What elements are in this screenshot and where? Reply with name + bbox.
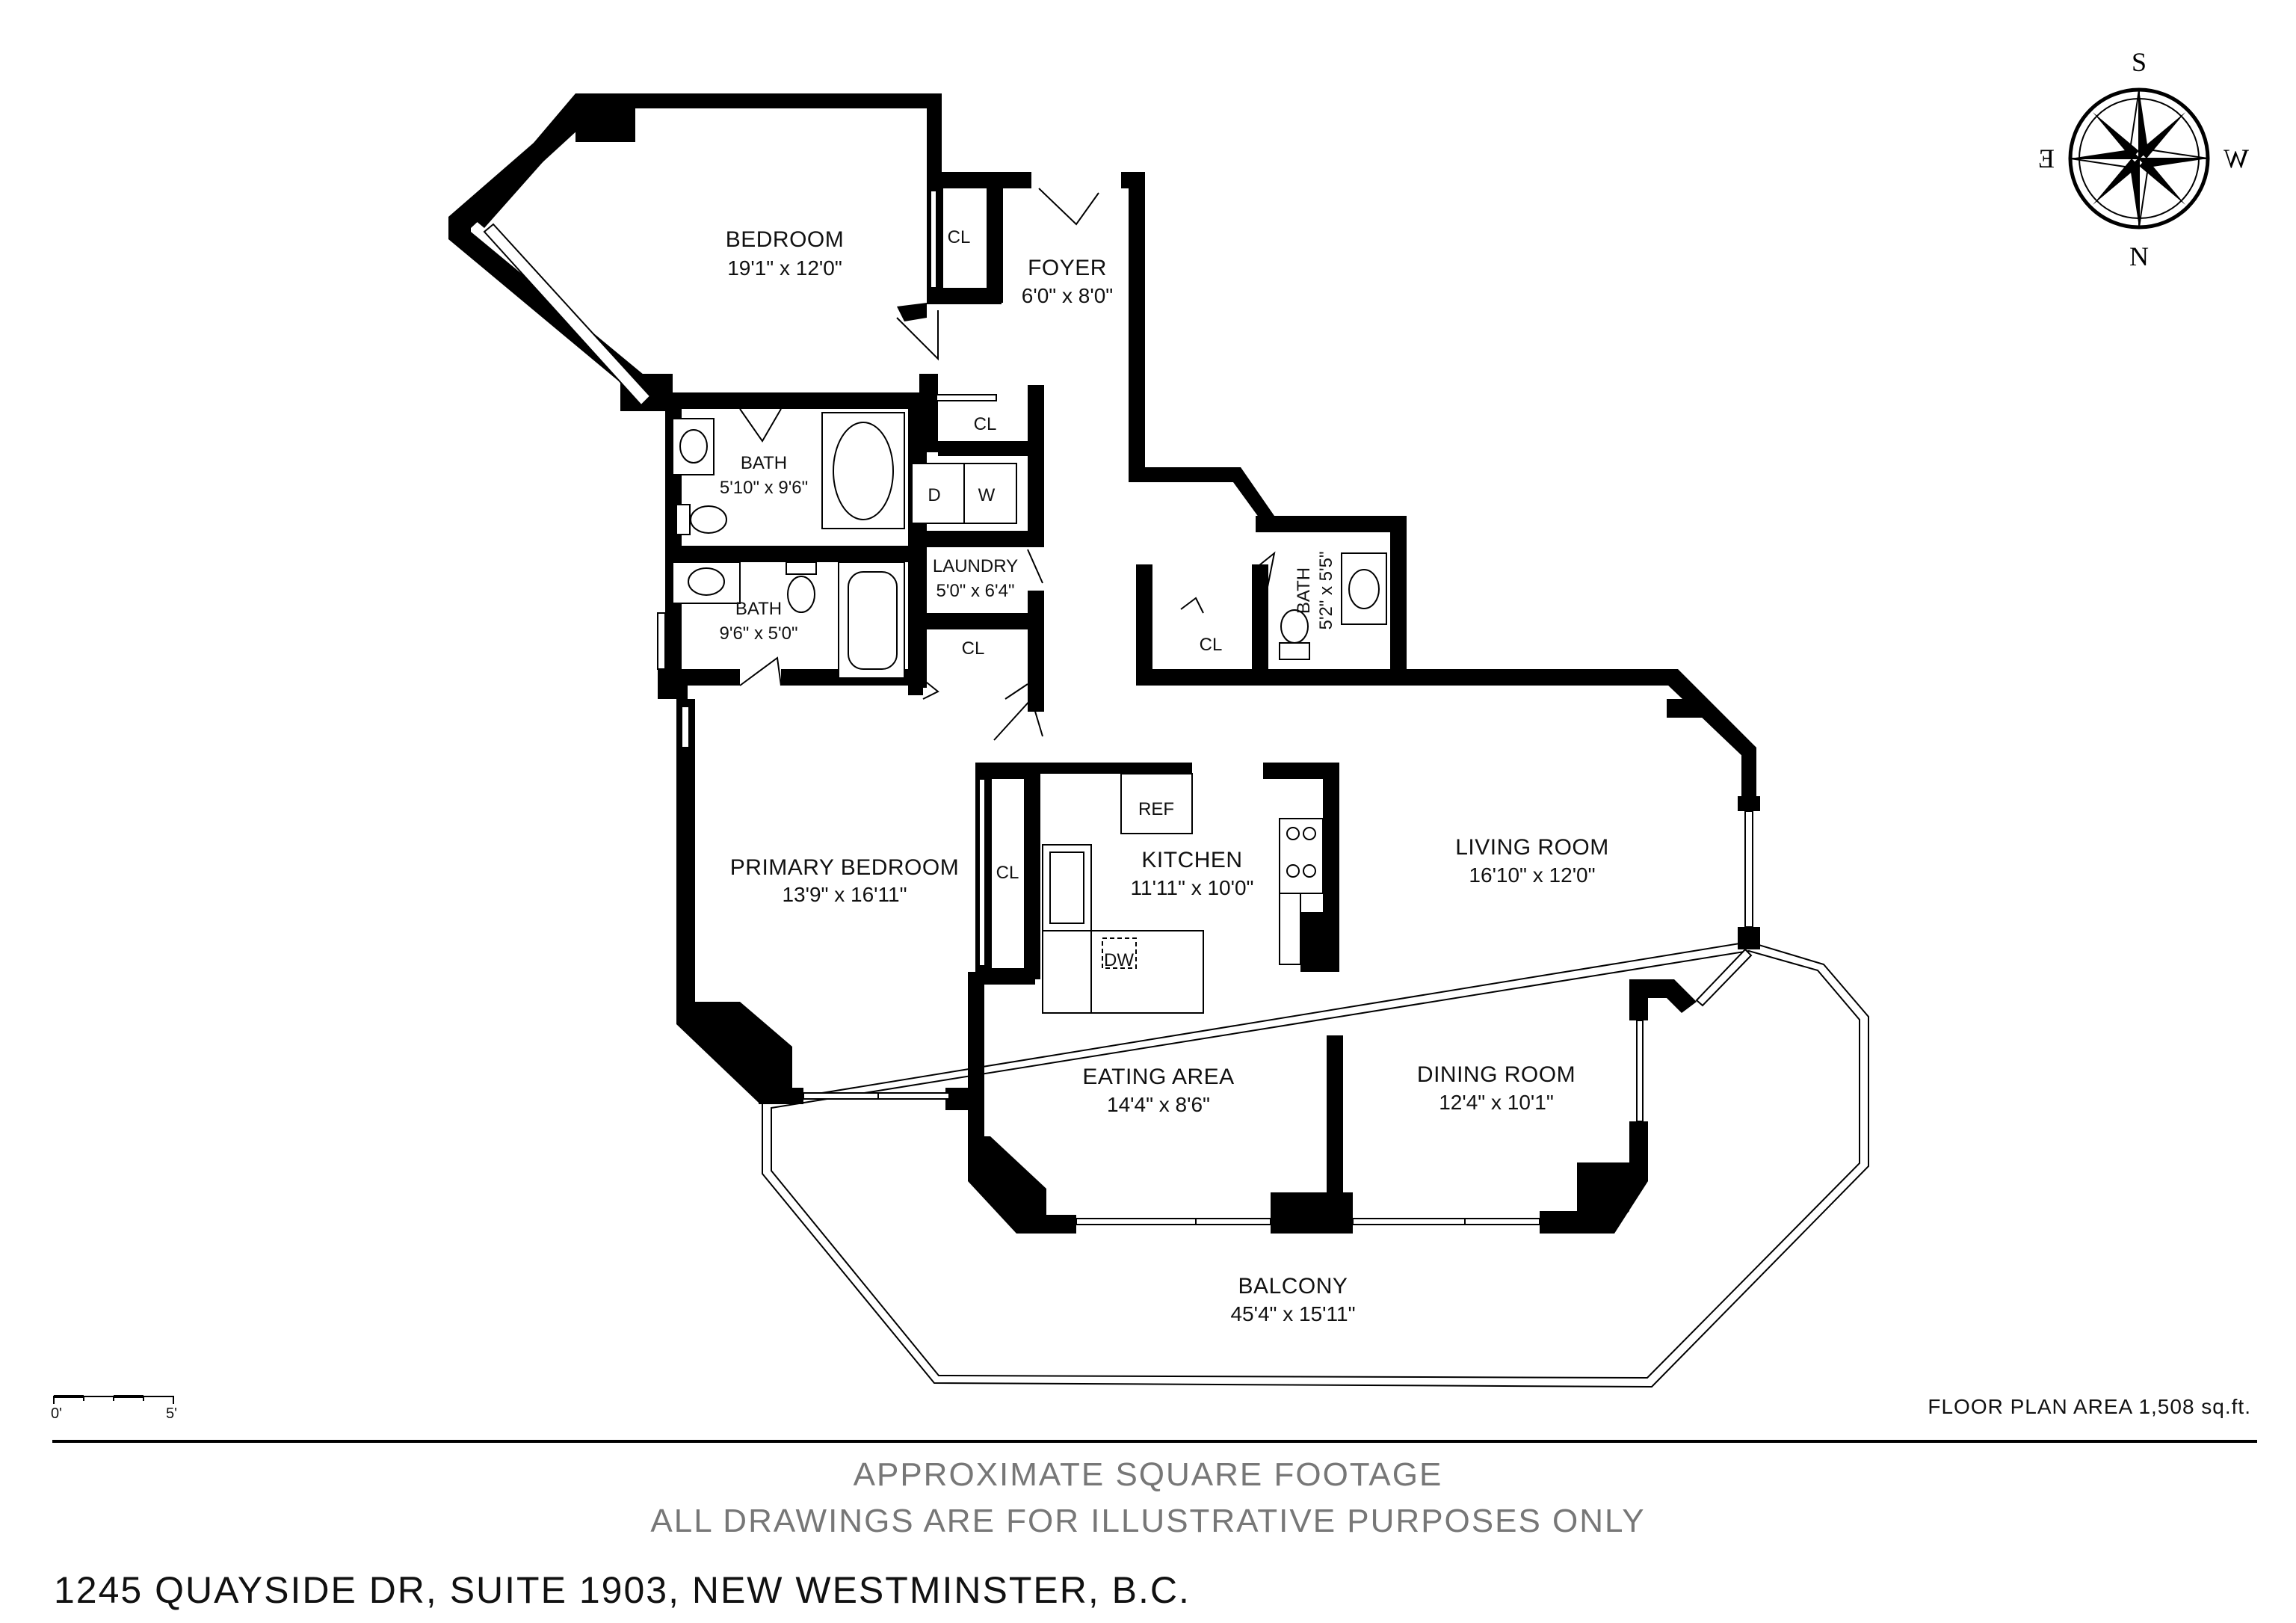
dryer-label: D bbox=[928, 485, 940, 505]
floor-plan-area: FLOOR PLAN AREA 1,508 sq.ft. bbox=[1928, 1395, 2251, 1418]
closet-label-laundry: CL bbox=[962, 638, 985, 659]
refrigerator-label: REF bbox=[1138, 799, 1174, 819]
bedroom-label: BEDROOM bbox=[726, 227, 845, 252]
dishwasher-label: DW bbox=[1104, 950, 1134, 970]
laundry-label: LAUNDRY bbox=[933, 556, 1018, 576]
disclaimer-line-2: ALL DRAWINGS ARE FOR ILLUSTRATIVE PURPOS… bbox=[650, 1503, 1646, 1539]
foyer-dimensions: 6'0" x 8'0" bbox=[1022, 284, 1113, 307]
closet-label-primary: CL bbox=[996, 863, 1019, 883]
closet-label-bath-3: CL bbox=[1200, 635, 1223, 655]
bath-3-label: BATH bbox=[1294, 567, 1314, 614]
eating-area-dimensions: 14'4" x 8'6" bbox=[1107, 1093, 1210, 1116]
foyer-label: FOYER bbox=[1028, 256, 1107, 280]
dining-room-label: DINING ROOM bbox=[1417, 1062, 1576, 1087]
dining-room-dimensions: 12'4" x 10'1" bbox=[1439, 1091, 1554, 1114]
scale-start-label: 0' bbox=[51, 1405, 62, 1422]
kitchen-dimensions: 11'11" x 10'0" bbox=[1131, 876, 1254, 899]
disclaimer-line-1: APPROXIMATE SQUARE FOOTAGE bbox=[853, 1456, 1443, 1493]
bath-2-label: BATH bbox=[735, 599, 782, 619]
bath-1-dimensions: 5'10" x 9'6" bbox=[720, 478, 808, 498]
balcony-dimensions: 45'4" x 15'11" bbox=[1230, 1302, 1355, 1325]
divider-line bbox=[52, 1440, 2257, 1443]
washer-label: W bbox=[978, 485, 996, 505]
property-address: 1245 QUAYSIDE DR, SUITE 1903, NEW WESTMI… bbox=[54, 1569, 1191, 1611]
closet-label-bedroom: CL bbox=[948, 227, 971, 247]
eating-area-label: EATING AREA bbox=[1082, 1065, 1234, 1089]
closet-label-hall: CL bbox=[974, 414, 997, 434]
bedroom-dimensions: 19'1" x 12'0" bbox=[727, 256, 842, 280]
compass-east: E bbox=[2038, 144, 2055, 173]
bath-1-label: BATH bbox=[741, 453, 787, 473]
bath-2-dimensions: 9'6" x 5'0" bbox=[720, 623, 798, 644]
doors bbox=[739, 188, 1276, 741]
windows bbox=[483, 190, 1753, 1225]
balcony-label: BALCONY bbox=[1238, 1274, 1348, 1299]
bath-3-dimensions: 5'2" x 5'5" bbox=[1316, 552, 1336, 630]
compass-north: N bbox=[2129, 241, 2149, 271]
living-room-dimensions: 16'10" x 12'0" bbox=[1469, 863, 1595, 887]
balcony-outline bbox=[762, 940, 1869, 1388]
scale-end-label: 5' bbox=[166, 1405, 177, 1422]
compass-rose-icon bbox=[2068, 87, 2210, 230]
compass-west: W bbox=[2224, 144, 2249, 173]
primary-bedroom-label: PRIMARY BEDROOM bbox=[730, 855, 959, 880]
laundry-dimensions: 5'0" x 6'4" bbox=[936, 581, 1015, 601]
kitchen-label: KITCHEN bbox=[1141, 848, 1242, 872]
compass-south: S bbox=[2132, 47, 2147, 77]
primary-bedroom-dimensions: 13'9" x 16'11" bbox=[782, 883, 907, 906]
fixtures bbox=[672, 412, 1387, 1014]
scale-bar bbox=[53, 1395, 174, 1404]
living-room-label: LIVING ROOM bbox=[1455, 835, 1609, 860]
